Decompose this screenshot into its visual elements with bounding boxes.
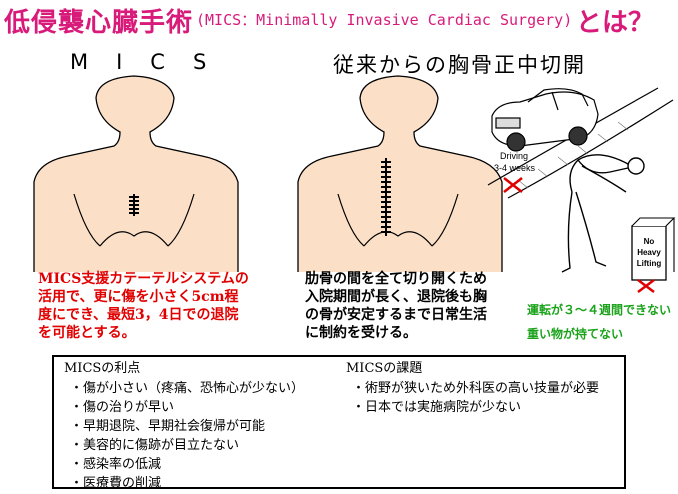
advantages-section: MICSの利点 ・傷が小さい（疼痛、恐怖心が少ない） ・傷の治りが早い ・早期退… xyxy=(64,359,344,493)
mics-heading: MICS xyxy=(70,50,235,74)
mics-torso-illustration xyxy=(33,75,239,272)
list-item: ・術野が狭いため外科医の高い技量が必要 xyxy=(352,381,600,396)
list-item: ・傷が小さい（疼痛、恐怖心が少ない） xyxy=(70,381,305,396)
box-label-no: No xyxy=(644,237,655,246)
mics-small-incision xyxy=(129,194,139,216)
mics-chest-line-right xyxy=(167,193,195,247)
comparison-box: MICSの利点 ・傷が小さい（疼痛、恐怖心が少ない） ・傷の治りが早い ・早期退… xyxy=(52,355,626,491)
advantages-title: MICSの利点 xyxy=(64,361,141,376)
car-icon xyxy=(491,88,599,152)
sternotomy-chest-line-left xyxy=(337,193,365,247)
mics-chest-line-left xyxy=(73,193,101,247)
list-item: ・早期退院、早期社会復帰が可能 xyxy=(70,419,266,434)
list-item: ・美容的に傷跡が目立たない xyxy=(70,438,240,453)
sternotomy-caption: 肋骨の間を全て切り開くため入院期間が長く、退院後も胸の骨が安定するまで日常生活に… xyxy=(305,271,487,341)
post-surgery-restrictions-illustration: Driving 3-4 weeks No Heavy Lifting xyxy=(487,87,676,293)
road-icon xyxy=(487,87,674,199)
mics-chest-curve xyxy=(99,231,169,247)
heavy-box-icon: No Heavy Lifting xyxy=(631,217,676,281)
list-item: ・日本では実施病院が少ない xyxy=(352,400,522,415)
person-lifting-icon xyxy=(561,154,645,273)
no-lifting-cross-icon xyxy=(637,279,655,293)
page-title-english: (MICS：Minimally Invasive Cardiac Surgery… xyxy=(196,11,573,29)
challenges-section: MICSの課題 ・術野が狭いため外科医の高い技量が必要 ・日本では実施病院が少な… xyxy=(346,359,626,417)
list-item: ・感染率の低減 xyxy=(70,457,162,472)
sternotomy-chest-line-right xyxy=(431,193,459,247)
challenges-list: ・術野が狭いため外科医の高い技量が必要 ・日本では実施病院が少ない xyxy=(346,379,626,417)
page-title: 低侵襲心臓手術 xyxy=(4,8,194,38)
list-item: ・傷の治りが早い xyxy=(70,400,175,415)
sternotomy-heading: 従来からの胸骨正中切開 xyxy=(333,53,586,77)
no-driving-cross-icon xyxy=(503,177,523,193)
driving-label: Driving xyxy=(500,151,528,161)
mics-torso-body xyxy=(33,75,239,272)
challenges-title: MICSの課題 xyxy=(346,361,423,376)
sternotomy-torso-body xyxy=(297,75,503,272)
sternotomy-long-incision xyxy=(381,158,391,236)
restriction-driving: 運転が３～４週間できない xyxy=(527,303,672,317)
page-title-suffix: とは？ xyxy=(576,8,655,38)
driving-duration-label: 3-4 weeks xyxy=(494,163,536,173)
restriction-lifting: 重い物が持てない xyxy=(527,327,624,341)
box-label-lifting: Lifting xyxy=(637,259,662,268)
advantages-list: ・傷が小さい（疼痛、恐怖心が少ない） ・傷の治りが早い ・早期退院、早期社会復帰… xyxy=(64,379,344,493)
sternotomy-chest-curve xyxy=(363,231,433,247)
sternotomy-torso-illustration xyxy=(297,75,503,272)
box-label-heavy: Heavy xyxy=(637,248,661,257)
restrictions-caption: 運転が３～４週間できない 重い物が持てない xyxy=(527,298,677,346)
mics-caption: MICS支援カテーテルシステムの活用で、更に傷を小さく5cm程度にでき、最短3，… xyxy=(38,271,249,341)
list-item: ・医療費の削減 xyxy=(70,476,162,491)
